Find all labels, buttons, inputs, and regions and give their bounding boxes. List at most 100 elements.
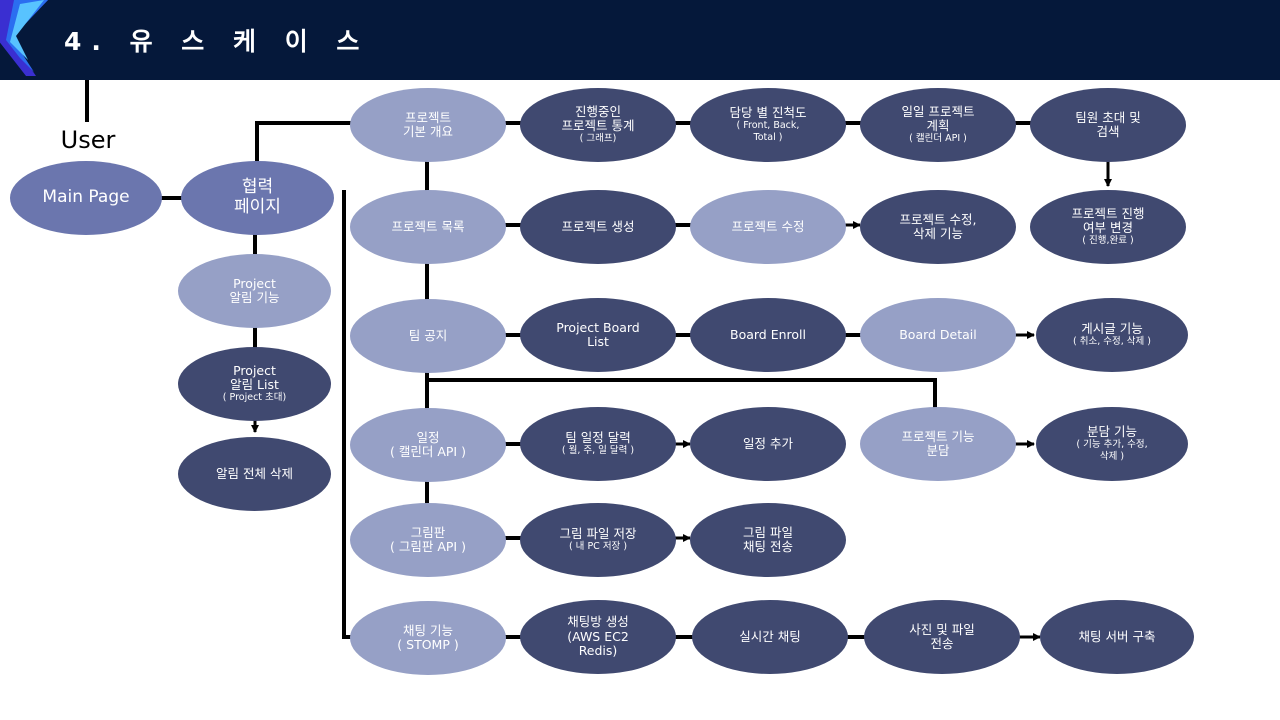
node-label: 일정: [416, 429, 440, 445]
node-label: 일정 추가: [743, 435, 793, 451]
node-label: ( 그림판 API ): [390, 539, 466, 554]
node-sublabel: ( 월, 주, 일 달력 ): [561, 445, 635, 457]
node-label: Project: [233, 275, 276, 291]
node-label: 사진 및 파일: [909, 621, 975, 637]
node-label: 그림 파일: [743, 524, 793, 540]
node-label: 프로젝트 기능: [901, 428, 975, 444]
node-sublabel: ( 진행,완료 ): [1082, 235, 1134, 247]
node-realtime-chat[interactable]: 실시간 채팅: [692, 600, 848, 674]
logo-icon: [0, 0, 48, 76]
node-schedule[interactable]: 일정( 캘린더 API ): [350, 408, 506, 482]
node-label: (AWS EC2: [567, 628, 629, 644]
node-board-detail[interactable]: Board Detail: [860, 298, 1016, 372]
node-label: 계획: [926, 118, 950, 134]
node-post-features[interactable]: 게시글 기능( 취소, 수정, 삭제 ): [1036, 298, 1188, 372]
node-label: 알림 전체 삭제: [216, 465, 293, 481]
node-label: 전송: [930, 636, 954, 651]
node-sublabel: 삭제 ): [1099, 451, 1125, 463]
node-label: Main Page: [42, 187, 130, 208]
node-drawing-save[interactable]: 그림 파일 저장( 내 PC 저장 ): [520, 503, 676, 577]
node-label: 그림판: [410, 524, 446, 540]
node-label: 채팅 서버 구축: [1078, 628, 1156, 644]
user-label: User: [60, 126, 116, 154]
node-label: 채팅방 생성: [567, 614, 629, 630]
node-label: 협력: [241, 177, 274, 198]
node-label: 채팅 기능: [403, 622, 453, 638]
node-sublabel: ( 취소, 수정, 삭제 ): [1073, 336, 1151, 348]
node-label: 프로젝트 수정,: [899, 211, 977, 227]
node-team-notice[interactable]: 팀 공지: [350, 299, 506, 373]
node-label: 알림 List: [230, 377, 279, 393]
node-chat-server[interactable]: 채팅 서버 구축: [1040, 600, 1194, 674]
node-sublabel: ( Project 초대): [222, 392, 287, 404]
node-board-enroll[interactable]: Board Enroll: [690, 298, 846, 372]
node-label: 페이지: [234, 197, 281, 217]
node-progress-by-owner[interactable]: 담당 별 진척도( Front, Back,Total ): [690, 88, 846, 162]
node-project-create[interactable]: 프로젝트 생성: [520, 190, 676, 264]
node-split-features[interactable]: 분담 기능( 기능 추가, 수정,삭제 ): [1036, 407, 1188, 481]
node-sublabel: ( 캘린더 API ): [909, 133, 967, 145]
node-label: Project Board: [556, 319, 640, 335]
node-sublabel: ( 내 PC 저장 ): [568, 541, 628, 553]
node-schedule-add[interactable]: 일정 추가: [690, 407, 846, 481]
node-label: 프로젝트 진행: [1071, 205, 1145, 221]
node-label: 여부 변경: [1083, 220, 1133, 236]
node-sublabel: ( 그래프): [579, 133, 617, 145]
node-label: Redis): [578, 643, 618, 659]
node-sublabel: ( 기능 추가, 수정,: [1076, 439, 1148, 451]
node-label: 담당 별 진척도: [729, 104, 807, 120]
node-project-list[interactable]: 프로젝트 목록: [350, 190, 506, 264]
node-label: 분담 기능: [1087, 423, 1137, 439]
node-project-edit[interactable]: 프로젝트 수정: [690, 190, 846, 264]
node-label: Board Enroll: [730, 326, 806, 342]
node-label: ( STOMP ): [397, 637, 459, 652]
node-team-calendar[interactable]: 팀 일정 달력( 월, 주, 일 달력 ): [520, 407, 676, 481]
node-label: ( 캘린더 API ): [390, 444, 466, 459]
node-label: 프로젝트 생성: [561, 218, 635, 234]
node-label: 검색: [1096, 124, 1120, 139]
node-project-edit-delete[interactable]: 프로젝트 수정,삭제 기능: [860, 190, 1016, 264]
node-label: 일일 프로젝트: [901, 103, 975, 119]
node-label: 그림 파일 저장: [559, 525, 637, 541]
node-label: 채팅 전송: [743, 539, 793, 554]
node-sublabel: ( Front, Back,: [736, 120, 800, 132]
node-label: Project: [233, 362, 276, 378]
node-label: 게시글 기능: [1081, 320, 1143, 336]
node-label: 프로젝트 목록: [391, 218, 465, 234]
node-label: 삭제 기능: [913, 226, 963, 241]
node-label: 팀원 초대 및: [1075, 109, 1141, 125]
node-chat[interactable]: 채팅 기능( STOMP ): [350, 601, 506, 675]
node-label: 알림 기능: [229, 290, 280, 305]
node-alarm-delete-all[interactable]: 알림 전체 삭제: [178, 437, 331, 511]
node-label: 기본 개요: [403, 124, 453, 139]
node-label: 분담: [926, 443, 950, 458]
node-label: 팀 공지: [408, 327, 448, 343]
node-label: 실시간 채팅: [739, 628, 801, 644]
node-label: Board Detail: [899, 326, 977, 342]
node-main-page[interactable]: Main Page: [10, 161, 162, 235]
header-bar: 4. 유 스 케 이 스: [0, 0, 1280, 80]
node-label: List: [587, 334, 609, 349]
node-label: 프로젝트 통계: [561, 118, 635, 134]
node-label: 프로젝트 수정: [731, 218, 805, 234]
node-sublabel: Total ): [753, 132, 783, 144]
node-label: 프로젝트: [404, 109, 451, 125]
node-drawing-board[interactable]: 그림판( 그림판 API ): [350, 503, 506, 577]
node-label: 팀 일정 달력: [565, 429, 631, 445]
node-label: 진행중인: [574, 103, 621, 119]
page-title: 4. 유 스 케 이 스: [64, 27, 370, 56]
